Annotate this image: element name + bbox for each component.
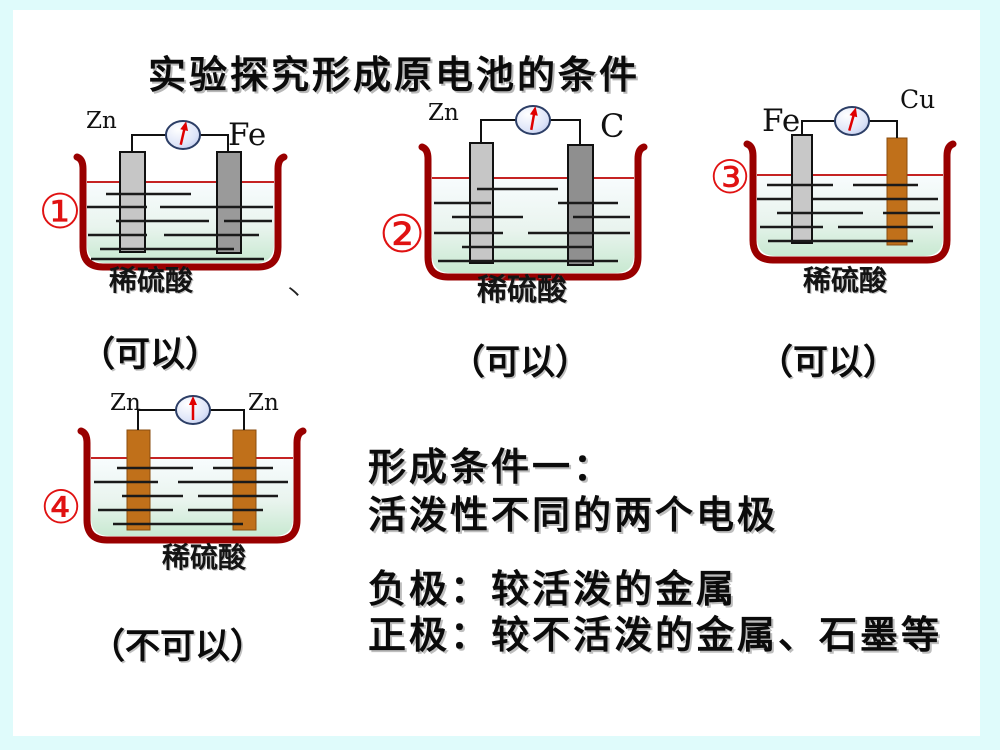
wire-left — [137, 409, 176, 430]
galvanometer-icon — [515, 105, 551, 135]
cell-number-label: ③ — [709, 150, 750, 204]
verdict-label-1: （可以） — [80, 335, 221, 375]
left-electrode — [119, 151, 146, 253]
right-electrode-label: Fe — [228, 117, 266, 153]
galvanometer-needle — [848, 107, 858, 131]
verdict-label-4: （不可以） — [90, 627, 266, 667]
conclusion-heading: 形成条件一： — [368, 445, 615, 489]
right-electrode-label: C — [600, 107, 624, 145]
solution-label: 稀硫酸 — [803, 264, 888, 297]
galvanometer-icon — [175, 395, 211, 425]
solution-label: 稀硫酸 — [109, 264, 194, 297]
acid-solution — [757, 175, 943, 256]
galvanometer-icon — [165, 120, 201, 150]
galvanometer-needle — [189, 396, 197, 420]
left-electrode — [126, 429, 151, 531]
slide-title: 实验探究形成原电池的条件 — [148, 53, 641, 97]
right-electrode-label: Cu — [900, 85, 935, 114]
conclusion-negative-electrode: 负极：较活泼的金属 — [368, 567, 738, 611]
solution-label: 稀硫酸 — [477, 273, 568, 308]
wire-left — [131, 134, 167, 152]
cell-3-diagram: Fe Cu ③ 稀硫酸 — [709, 85, 957, 297]
right-electrode — [567, 144, 594, 266]
right-electrode — [216, 151, 242, 254]
solution-label: 稀硫酸 — [162, 541, 247, 574]
stray-mark: 丶 — [283, 282, 306, 307]
cell-number-label: ② — [379, 205, 426, 265]
cell-number-label: ④ — [40, 480, 81, 534]
left-electrode-label: Zn — [428, 100, 459, 126]
beaker-outline — [418, 143, 648, 281]
left-electrode-label: Zn — [86, 108, 117, 134]
beaker-outline — [73, 153, 288, 271]
cell-1-diagram: Zn Fe ① 稀硫酸 — [38, 108, 288, 297]
cell-2-diagram: Zn C ② 稀硫酸 — [379, 100, 648, 308]
liquid-ripples — [757, 183, 940, 243]
wire-left — [801, 120, 835, 135]
wire-right — [199, 134, 229, 152]
verdict-label-2: （可以） — [450, 343, 591, 383]
conclusion-condition: 活泼性不同的两个电极 — [368, 493, 779, 537]
galvanometer-icon — [834, 106, 870, 136]
galvanometer-needle — [179, 121, 189, 146]
galvanometer-needle — [529, 106, 538, 131]
cell-4-diagram: Zn Zn ④ 稀硫酸 — [40, 390, 307, 574]
right-electrode-label: Zn — [248, 390, 279, 416]
verdict-label-3: （可以） — [758, 343, 899, 383]
left-electrode-label: Fe — [762, 103, 800, 139]
liquid-ripples — [87, 192, 273, 261]
right-electrode — [232, 429, 257, 531]
beaker-outline — [77, 427, 307, 544]
liquid-ripples — [94, 466, 288, 526]
wire-right — [210, 409, 245, 430]
wire-right — [550, 119, 581, 145]
acid-solution — [432, 178, 634, 273]
beaker-outline — [743, 140, 957, 264]
liquid-ripples — [434, 187, 630, 263]
cell-number-label: ① — [38, 184, 81, 240]
right-electrode — [886, 137, 908, 246]
left-electrode-label: Zn — [110, 390, 141, 416]
conclusion-positive-electrode: 正极：较不活泼的金属、石墨等 — [368, 613, 943, 657]
wire-right — [869, 120, 898, 138]
wire-left — [480, 119, 516, 143]
